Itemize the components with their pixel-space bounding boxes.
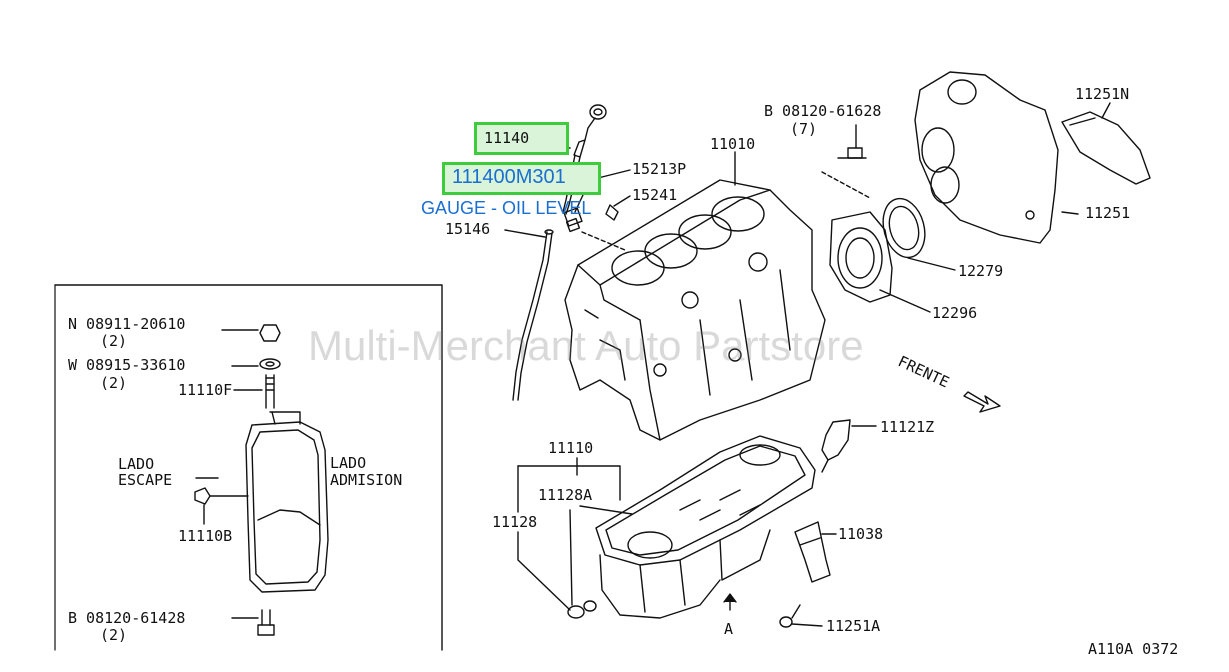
drain-plug-drawing: [567, 600, 597, 619]
label-15146: 15146: [445, 220, 491, 238]
label-qty-2-nut: (2): [100, 332, 128, 350]
label-qty-2-washer: (2): [100, 374, 128, 392]
part-number-label[interactable]: 111400M301: [452, 166, 566, 188]
guide-tube-drawing: [512, 229, 554, 401]
label-11128a: 11128A: [538, 486, 593, 504]
label-11128: 11128: [492, 513, 538, 531]
inset-frame: [54, 284, 443, 651]
leader-12296: [879, 289, 931, 313]
label-11121z: 11121Z: [880, 418, 935, 436]
label-11251a: 11251A: [826, 617, 881, 635]
label-lado-admision-1: LADO: [330, 454, 367, 472]
rear-plate-drawing: [914, 71, 1059, 244]
label-11110f: 11110F: [178, 381, 233, 399]
highlight-box-part-number[interactable]: [442, 162, 601, 195]
inset-nut-drawing: [259, 324, 281, 342]
leader-15241: [613, 195, 631, 207]
label-lado-admision-2: ADMISION: [330, 471, 403, 489]
leader-11128a: [579, 505, 633, 515]
label-lado-escape-1: LADO: [118, 455, 155, 473]
cylinder-block-drawing: [564, 179, 826, 441]
leader-11251n: [1101, 102, 1111, 119]
oil-strainer-drawing: [821, 419, 851, 473]
label-qty-2-bolt: (2): [100, 626, 128, 644]
inset-washer-drawing: [259, 358, 281, 370]
baffle-drawing: [794, 521, 831, 583]
leader-11251a: [791, 623, 823, 627]
label-11010: 11010: [710, 135, 756, 153]
label-11251n: 11251N: [1075, 85, 1130, 103]
label-bolt-08120-61628: B 08120-61628: [764, 102, 882, 120]
label-lado-escape-2: ESCAPE: [118, 471, 173, 489]
tube-clip-drawing: [563, 204, 619, 233]
label-15241: 15241: [632, 186, 678, 204]
label-washer-08915-33610: W 08915-33610: [68, 356, 186, 374]
inset-bolt-61428: [257, 609, 275, 636]
inset-gasket-drawing: [245, 411, 329, 593]
label-bolt-08120-61428: B 08120-61428: [68, 609, 186, 627]
leader-11251: [1061, 211, 1079, 215]
part-code-label[interactable]: 11140: [484, 129, 530, 147]
leader-11110: [517, 465, 621, 501]
inset-stud-drawing: [265, 374, 275, 409]
oil-pan-drawing: [595, 435, 816, 619]
oil-seal-drawing: [882, 197, 926, 259]
highlight-box-part-code[interactable]: [474, 122, 569, 155]
cover-plate-drawing: [1061, 111, 1151, 185]
label-11110: 11110: [548, 439, 594, 457]
inset-bolt-11110b: [194, 487, 249, 505]
label-11251: 11251: [1085, 204, 1131, 222]
label-12296: 12296: [932, 304, 978, 322]
label-12279: 12279: [958, 262, 1004, 280]
label-15213p: 15213P: [632, 160, 687, 178]
leader-12279: [907, 257, 956, 271]
diagram-code: A110A 0372: [1088, 640, 1179, 658]
label-nut-08911-20610: N 08911-20610: [68, 315, 186, 333]
bolt-11251a-drawing: [779, 604, 801, 628]
frente-arrow: [963, 391, 1001, 413]
part-description: GAUGE - OIL LEVEL: [421, 198, 592, 218]
bolt-61628-drawing: [837, 124, 867, 159]
label-11038: 11038: [838, 525, 884, 543]
leader-15146: [504, 229, 546, 238]
label-11110b: 11110B: [178, 527, 233, 545]
label-view-a: A: [724, 620, 734, 638]
label-qty-7: (7): [790, 120, 818, 138]
